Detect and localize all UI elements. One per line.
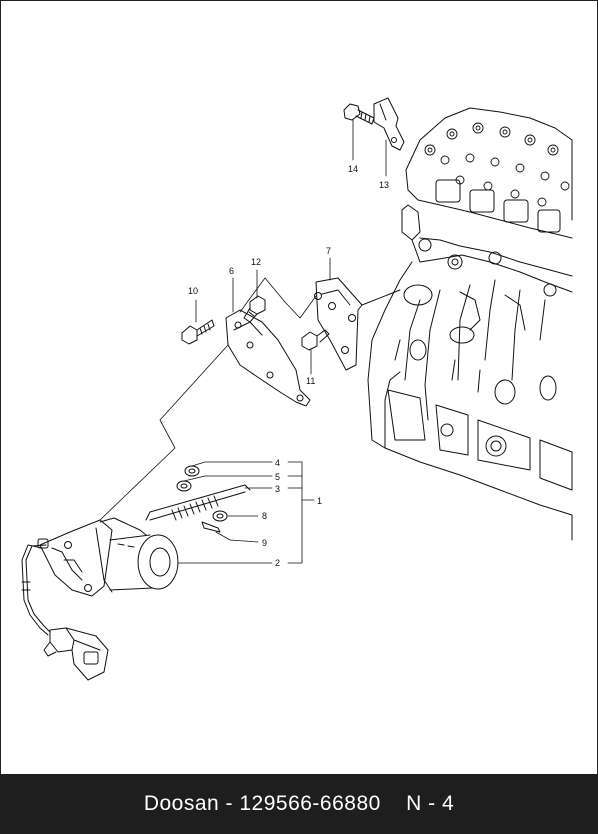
parts-diagram: 1 2 3 4 5 6 7 8 9 10 11 12 13 14 xyxy=(21,97,573,681)
callout-12: 12 xyxy=(251,257,261,267)
callout-2: 2 xyxy=(275,558,280,568)
engine-block xyxy=(367,107,573,541)
actuator-assembly xyxy=(21,517,179,681)
callout-3: 3 xyxy=(275,484,280,494)
leader-lines xyxy=(99,119,387,564)
callout-9: 9 xyxy=(262,538,267,548)
callout-11: 11 xyxy=(306,376,315,386)
callout-1: 1 xyxy=(317,496,322,506)
callout-13: 13 xyxy=(379,180,389,190)
footer-bar: Doosan - 129566-66880 N - 4 xyxy=(0,774,598,834)
washer-8 xyxy=(212,510,228,522)
callout-4: 4 xyxy=(275,458,280,468)
bracket-13 xyxy=(373,97,405,151)
callout-8: 8 xyxy=(262,511,267,521)
bolt-14 xyxy=(343,103,375,125)
bolt-11 xyxy=(301,329,330,351)
bolt-10 xyxy=(181,319,215,345)
callout-7: 7 xyxy=(326,246,331,256)
bracket-7 xyxy=(314,277,401,371)
callout-10: 10 xyxy=(188,286,198,296)
callout-14: 14 xyxy=(348,164,358,174)
callout-5: 5 xyxy=(275,472,280,482)
clip-9 xyxy=(201,521,221,533)
washer-4 xyxy=(184,465,200,477)
bracket-6 xyxy=(225,309,311,407)
callout-6: 6 xyxy=(229,266,234,276)
spring-rod xyxy=(145,484,251,521)
footer-caption: Doosan - 129566-66880 N - 4 xyxy=(143,792,455,815)
callout-labels: 1 2 3 4 5 6 7 8 9 10 11 12 13 14 xyxy=(188,164,389,568)
washer-5 xyxy=(176,480,192,492)
bolt-12 xyxy=(243,295,266,323)
